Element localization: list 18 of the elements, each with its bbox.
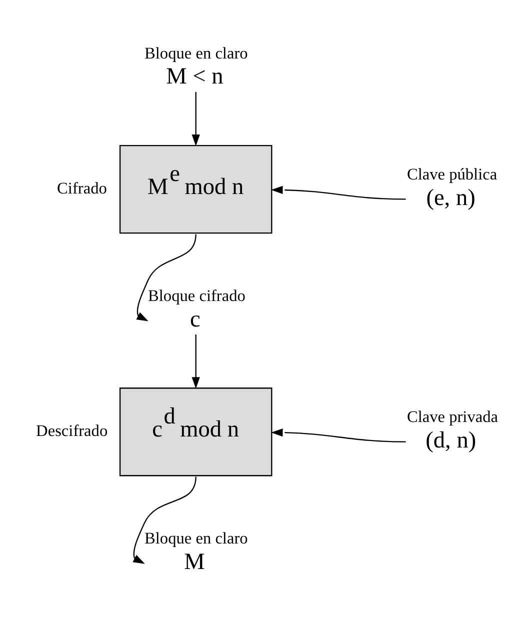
arrow (136, 234, 196, 321)
node-text: M (184, 548, 205, 574)
arrow (192, 334, 200, 388)
node-text: (e, n) (426, 184, 476, 211)
node-text: M < n (166, 63, 224, 90)
arrow (192, 91, 200, 146)
arrow (271, 428, 406, 442)
node-label: Clave pública (406, 164, 498, 184)
arrow (271, 185, 406, 200)
node-label: Descifrado (36, 420, 108, 440)
node-label: Bloque en claro (144, 42, 248, 62)
node-label: Cifrado (57, 178, 107, 198)
node-label: Bloque en claro (144, 528, 248, 547)
arrow (132, 476, 196, 564)
node-text: (d, n) (426, 427, 476, 454)
node-label: Bloque cifrado (148, 285, 246, 304)
node-label: Clave privada (406, 406, 498, 426)
node-text: c (190, 306, 200, 332)
